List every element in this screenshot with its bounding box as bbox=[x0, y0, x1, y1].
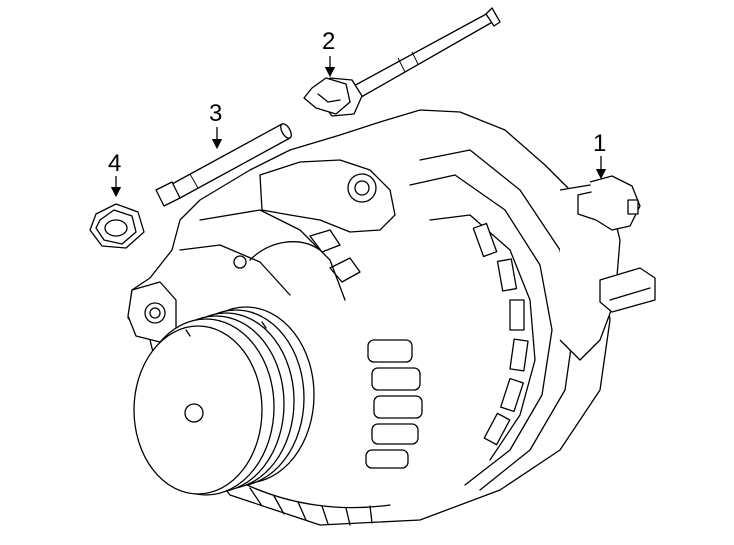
part-4-nut bbox=[89, 203, 145, 249]
callout-3: 3 bbox=[209, 100, 223, 127]
callout-4: 4 bbox=[108, 150, 122, 177]
part-2-long-bolt bbox=[303, 7, 501, 117]
callout-1: 1 bbox=[593, 130, 607, 157]
callout-2: 2 bbox=[322, 28, 336, 55]
callout-leaders bbox=[110, 56, 607, 198]
pulley bbox=[133, 306, 315, 496]
part-3-stud bbox=[155, 123, 292, 207]
